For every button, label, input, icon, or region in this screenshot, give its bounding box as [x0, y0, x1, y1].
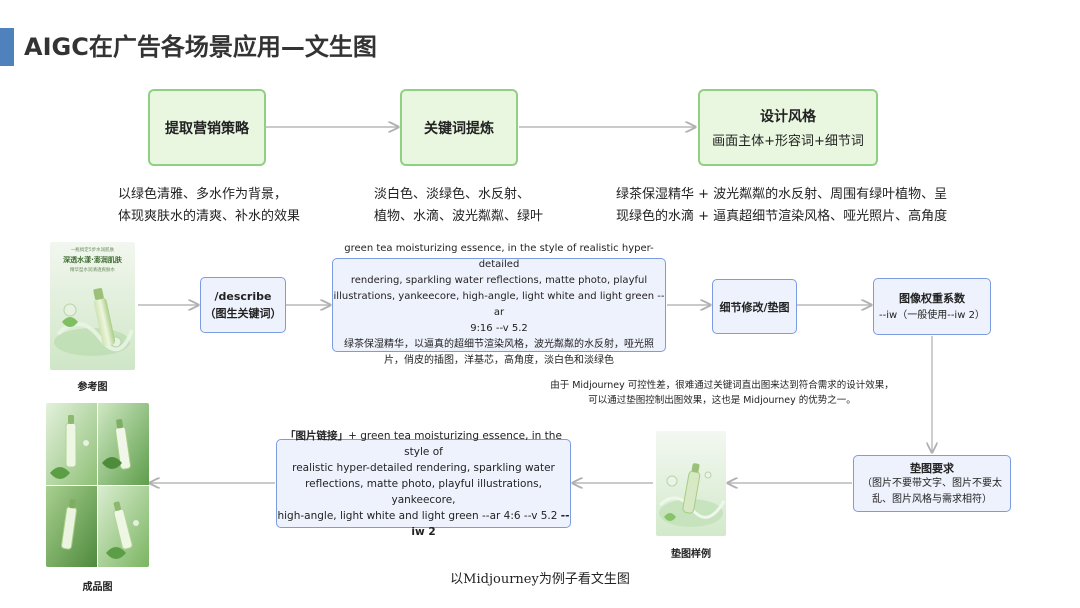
describe-box-title: /describe	[214, 289, 272, 303]
style-box-title: 设计风格	[760, 109, 816, 125]
note-line: 由于 Midjourney 可控性差，很难通过关键词直出图来达到符合需求的设计效…	[550, 380, 894, 391]
midjourney-note: 由于 Midjourney 可控性差，很难通过关键词直出图来达到符合需求的设计效…	[532, 378, 912, 408]
reference-poster-small: 一瓶搞定5步水润肌肤	[70, 248, 115, 253]
style-desc-line: 绿茶保湿精华 + 波光粼粼的水反射、周围有绿叶植物、呈	[616, 187, 948, 202]
detail-edit-label: 细节修改/垫图	[719, 300, 790, 314]
image-weight-title: 图像权重系数	[899, 291, 965, 305]
keywords-box: 关键词提炼	[400, 89, 518, 166]
strategy-box: 提取营销策略	[148, 89, 266, 166]
pad-requirement-line: 乱、图片风格与需求相符）	[872, 493, 992, 505]
page-title: AIGC在广告各场景应用—文生图	[24, 33, 377, 61]
prompt-line: 绿茶保湿精华，以逼真的超细节渲染风格，波光粼粼的水反射，哑光照	[344, 339, 654, 350]
style-box-subtitle: 画面主体+形容词+细节词	[712, 134, 864, 149]
keywords-box-title: 关键词提炼	[424, 120, 494, 137]
reference-poster-sub: 精华型水润清透爽肤水	[70, 268, 115, 273]
pad-sample-caption: 垫图样例	[671, 549, 711, 560]
strategy-box-title: 提取营销策略	[165, 120, 249, 137]
prompt-line: rendering, sparkling water reflections, …	[350, 275, 648, 286]
image-weight-subtitle: --iw（一般使用--iw 2）	[879, 309, 985, 321]
final-prompt-line4: high-angle, light white and light green …	[277, 508, 570, 540]
pad-requirement-title: 垫图要求	[910, 461, 954, 475]
final-prompt-box: 「图片链接」+ green tea moisturizing essence, …	[276, 430, 571, 538]
result-image-grid	[46, 403, 149, 567]
reference-caption: 参考图	[77, 382, 108, 393]
prompt-line: 片，俏皮的插图，洋基芯，高角度，淡白色和淡绿色	[384, 355, 614, 366]
keywords-desc-line: 植物、水滴、波光粼粼、绿叶	[374, 209, 544, 224]
image-weight-box: 图像权重系数 --iw（一般使用--iw 2）	[873, 278, 991, 335]
final-prompt-line: realistic hyper-detailed rendering, spar…	[292, 461, 555, 474]
reference-poster-headline: 深透水漾·澎润肌肤	[63, 256, 122, 264]
final-prompt-text: + green tea moisturizing essence, in the…	[348, 429, 562, 458]
pad-requirement-line: （图片不要带文字、图片不要太	[862, 477, 1002, 489]
prompt-line: 9:16 --v 5.2	[470, 323, 528, 334]
result-caption: 成品图	[82, 582, 113, 593]
figure-caption: 以Midjourney为例子看文生图	[450, 572, 630, 587]
strategy-desc-line: 体现爽肤水的清爽、补水的效果	[118, 209, 301, 224]
describe-box-subtitle: （图生关键词）	[204, 306, 282, 320]
prompt-line: green tea moisturizing essence, in the s…	[344, 243, 654, 270]
prompt-box: green tea moisturizing essence, in the s…	[332, 243, 666, 366]
detail-edit-box: 细节修改/垫图	[712, 279, 797, 334]
pad-requirement-box: 垫图要求 （图片不要带文字、图片不要太 乱、图片风格与需求相符）	[853, 455, 1011, 512]
image-link-token: 「图片链接」	[285, 429, 349, 442]
keywords-desc-line: 淡白色、淡绿色、水反射、	[374, 187, 531, 202]
pad-sample-image	[656, 431, 726, 536]
reference-image: 一瓶搞定5步水润肌肤 深透水漾·澎润肌肤 精华型水润清透爽肤水	[50, 242, 135, 370]
style-description: 绿茶保湿精华 + 波光粼粼的水反射、周围有绿叶植物、呈 现绿色的水滴 + 逼真超…	[616, 184, 947, 228]
note-line: 可以通过垫图控制出图效果，这也是 Midjourney 的优势之一。	[588, 395, 856, 406]
final-prompt-line1: 「图片链接」+ green tea moisturizing essence, …	[277, 428, 570, 460]
strategy-desc-line: 以绿色清雅、多水作为背景，	[118, 187, 288, 202]
final-prompt-line: reflections, matte photo, playful illust…	[305, 477, 542, 506]
title-accent-bar	[0, 28, 14, 66]
style-box: 设计风格 画面主体+形容词+细节词	[698, 89, 878, 166]
prompt-line: illustrations, yankeecore, high-angle, l…	[333, 291, 665, 318]
iw-parameter: --iw 2	[411, 509, 570, 538]
style-desc-line: 现绿色的水滴 + 逼真超细节渲染风格、哑光照片、高角度	[616, 209, 948, 224]
keywords-description: 淡白色、淡绿色、水反射、 植物、水滴、波光粼粼、绿叶	[374, 184, 543, 228]
describe-box: /describe （图生关键词）	[200, 277, 286, 333]
final-prompt-text: high-angle, light white and light green …	[277, 509, 561, 522]
strategy-description: 以绿色清雅、多水作为背景， 体现爽肤水的清爽、补水的效果	[118, 184, 300, 228]
